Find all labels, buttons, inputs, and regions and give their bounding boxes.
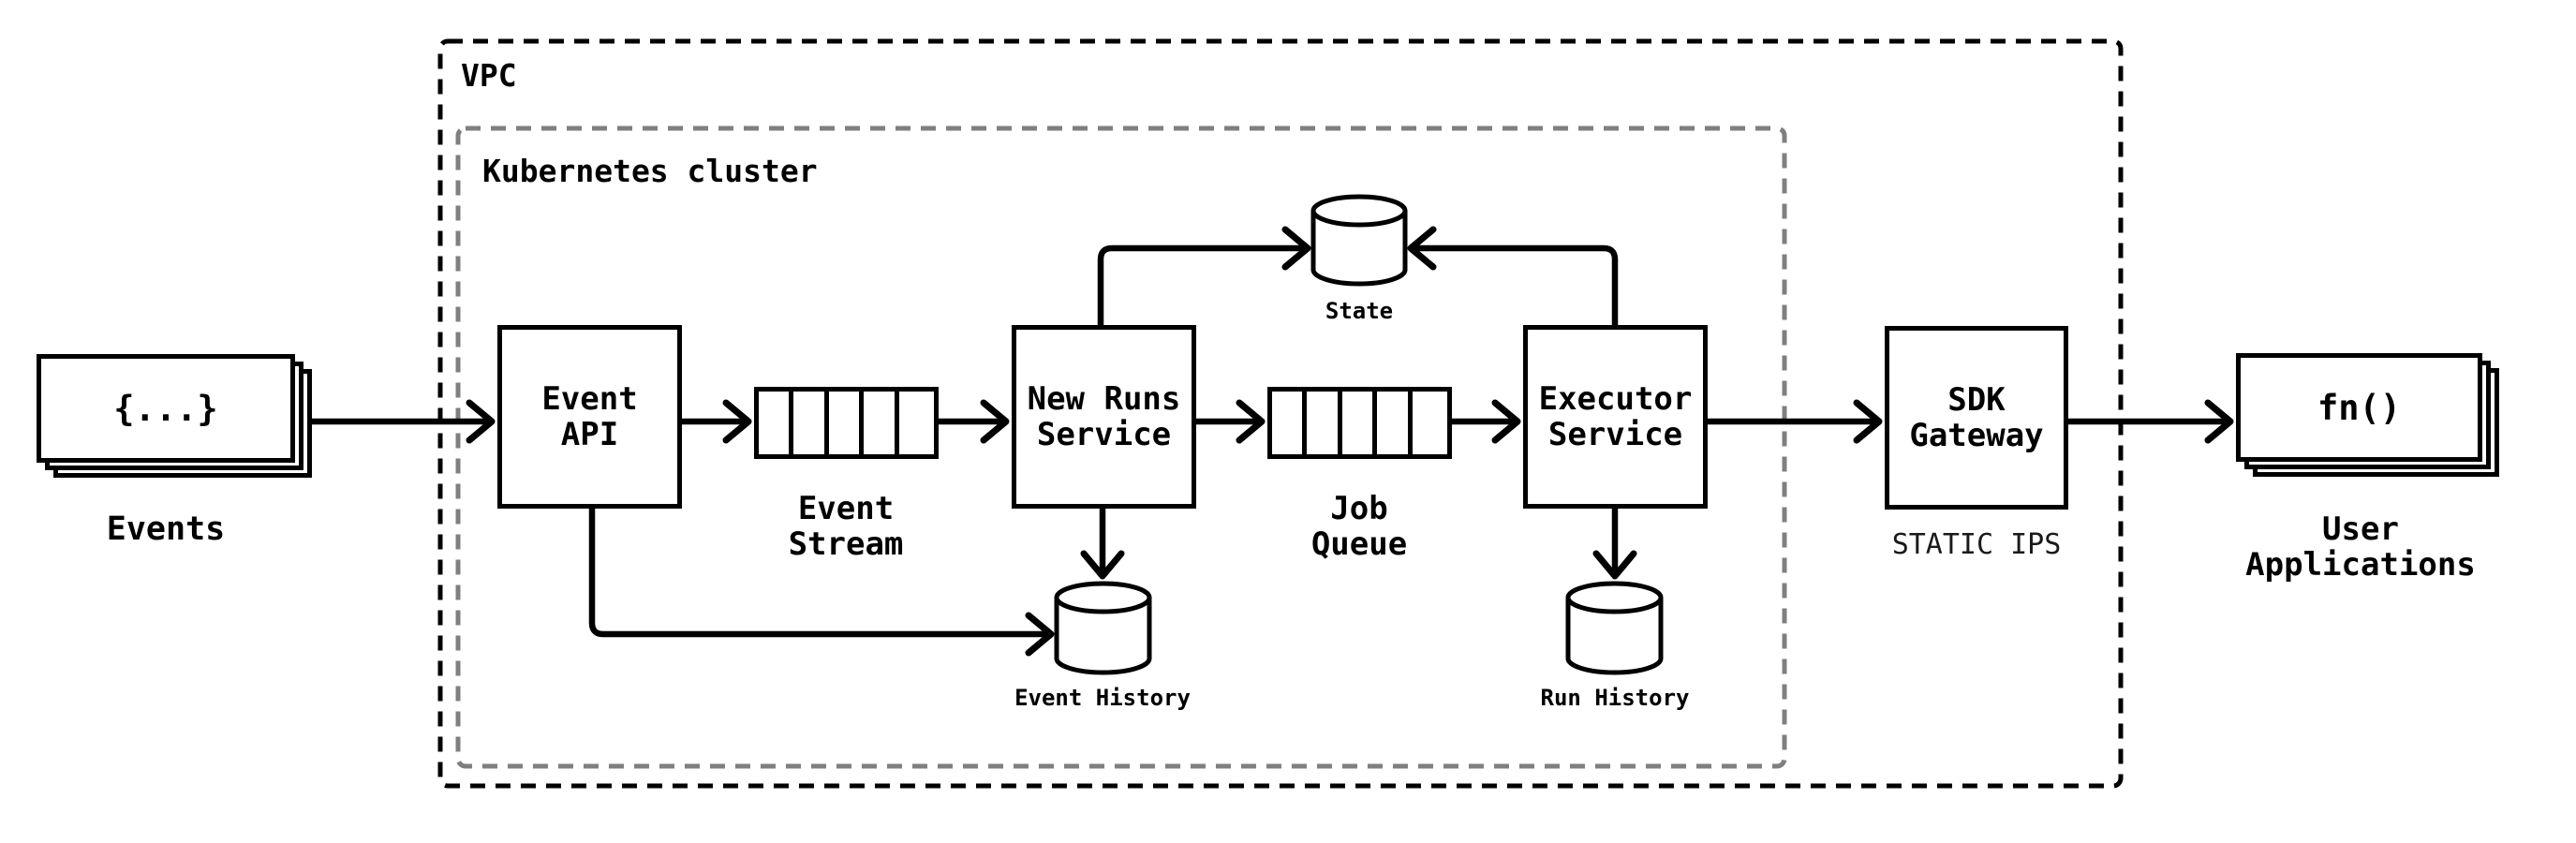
new-runs-service-box: New Runs Service (1012, 325, 1196, 509)
events-card-stack: {...} (37, 354, 295, 463)
sdk-gateway-label-line2: Gateway (1909, 417, 2044, 454)
run-history-label: Run History (1540, 685, 1690, 711)
user-apps-label-line1: User (2322, 510, 2399, 548)
queue-cell (864, 392, 899, 454)
queue-cell (1307, 392, 1342, 454)
user-apps-label: User Applications (2245, 511, 2476, 583)
queue-cell (1413, 392, 1447, 454)
event-stream-label-line1: Event (797, 490, 895, 527)
new-runs-label-line1: New Runs (1027, 380, 1181, 418)
user-apps-card-stack: fn() (2236, 353, 2482, 462)
job-queue-label: Job Queue (1311, 491, 1407, 562)
vpc-label: VPC (461, 57, 517, 94)
queue-cell (1272, 392, 1308, 454)
queue-cell (1377, 392, 1413, 454)
event-history-label: Event History (1014, 685, 1191, 711)
queue-cell (793, 392, 829, 454)
queue-cell (899, 392, 934, 454)
executor-label-line1: Executor (1538, 380, 1693, 418)
queue-cell (829, 392, 865, 454)
event-history-cylinder-icon (1054, 581, 1152, 675)
events-label: Events (106, 510, 226, 548)
executor-service-box: Executor Service (1523, 325, 1708, 509)
new-runs-label-line2: Service (1036, 416, 1172, 453)
job-queue-icon (1267, 387, 1452, 459)
events-json-icon: {...} (113, 388, 218, 429)
state-label: State (1325, 298, 1394, 324)
queue-cell (1342, 392, 1378, 454)
job-queue-label-line2: Queue (1310, 525, 1408, 563)
arrow-new-runs-to-state (1097, 226, 1311, 325)
event-api-label-line1: Event (541, 380, 638, 418)
event-stream-label: Event Stream (789, 491, 904, 562)
sdk-gateway-box: SDK Gateway (1885, 326, 2068, 510)
user-apps-fn-icon: fn() (2317, 387, 2402, 428)
queue-cell (759, 392, 794, 454)
event-api-label-line2: API (560, 416, 619, 453)
run-history-cylinder-icon (1565, 581, 1664, 675)
event-stream-label-line2: Stream (788, 525, 904, 563)
kubernetes-cluster-label: Kubernetes cluster (482, 153, 818, 189)
event-api-box: Event API (497, 325, 682, 509)
kubernetes-cluster-boundary (455, 126, 1787, 769)
arrow-executor-to-state (1407, 226, 1619, 325)
arrow-event-api-to-event-history (588, 509, 1055, 657)
executor-label-line2: Service (1547, 416, 1683, 453)
event-stream-queue-icon (754, 387, 939, 459)
job-queue-label-line1: Job (1330, 490, 1388, 527)
user-apps-label-line2: Applications (2245, 546, 2476, 584)
vpc-boundary (437, 38, 2124, 789)
sdk-gateway-label-line1: SDK (1947, 381, 2006, 419)
state-cylinder-icon (1310, 194, 1408, 287)
static-ips-label: STATIC IPS (1891, 528, 2062, 561)
